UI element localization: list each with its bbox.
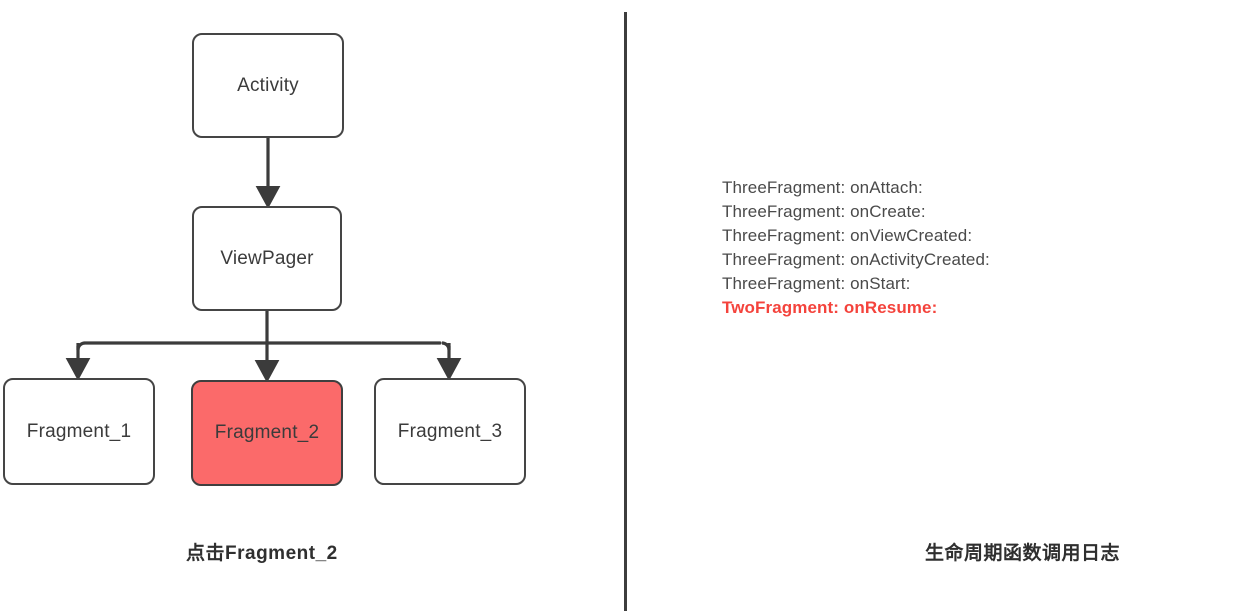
node-viewpager-label: ViewPager xyxy=(220,247,314,269)
log-line: ThreeFragment: onActivityCreated: xyxy=(722,250,990,269)
log-line: ThreeFragment: onViewCreated: xyxy=(722,226,973,245)
log-line: ThreeFragment: onStart: xyxy=(722,274,911,293)
edge-bus-right-corner xyxy=(441,341,451,351)
diagram-caption: 点击Fragment_2 xyxy=(186,543,338,564)
log-line-highlighted: TwoFragment: onResume: xyxy=(722,298,938,317)
log-line: ThreeFragment: onAttach: xyxy=(722,178,923,197)
node-fragment-1-label: Fragment_1 xyxy=(26,420,132,442)
lifecycle-log-panel: ThreeFragment: onAttach: ThreeFragment: … xyxy=(722,176,1142,320)
log-caption: 生命周期函数调用日志 xyxy=(925,543,1121,564)
node-fragment-3-label: Fragment_3 xyxy=(397,420,503,442)
edge-bus-left-corner xyxy=(76,341,86,351)
node-viewpager[interactable]: ViewPager xyxy=(192,206,342,311)
node-fragment-2-label: Fragment_2 xyxy=(214,422,320,443)
log-line: ThreeFragment: onCreate: xyxy=(722,202,926,221)
node-fragment-1[interactable]: Fragment_1 xyxy=(3,378,155,485)
node-fragment-2[interactable]: Fragment_2 xyxy=(191,380,343,486)
node-activity-label: Activity xyxy=(237,74,299,96)
node-activity[interactable]: Activity xyxy=(192,33,344,138)
panel-divider xyxy=(624,12,627,611)
node-fragment-3[interactable]: Fragment_3 xyxy=(374,378,526,485)
